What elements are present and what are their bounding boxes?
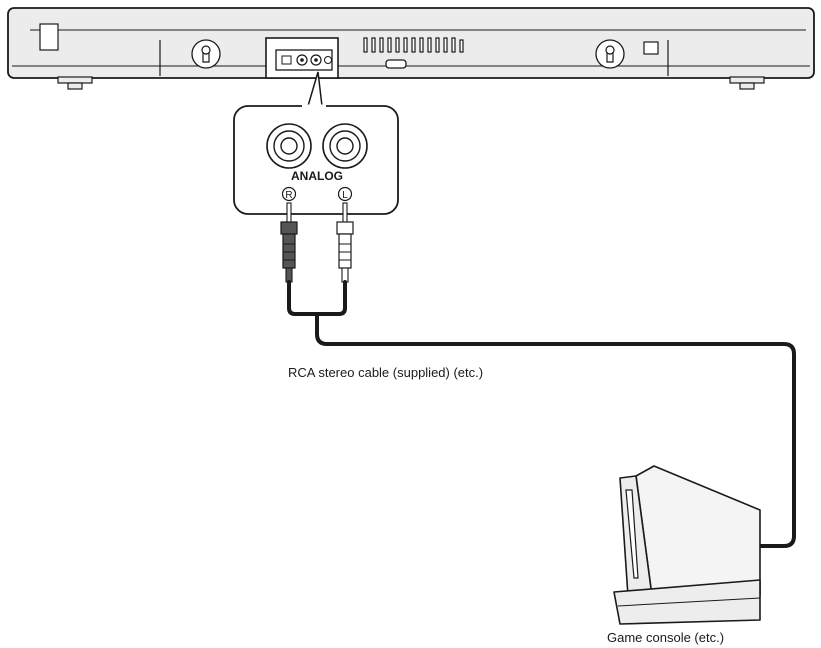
callout-box <box>233 105 399 215</box>
left-channel-marker: L <box>337 186 353 202</box>
small-square-port <box>643 41 659 55</box>
rca-stereo-cable <box>287 280 796 548</box>
wall-mount-hole-left <box>191 39 221 69</box>
analog-jack-right <box>266 123 312 169</box>
wall-mount-hole-right <box>595 39 625 69</box>
console-label: Game console (etc.) <box>607 630 724 645</box>
game-console <box>613 465 761 625</box>
vent-grille <box>363 37 464 53</box>
soundbar-end-cap-left <box>39 23 59 51</box>
soundbar-foot-right <box>729 76 765 90</box>
rca-plug-right <box>280 202 298 283</box>
analog-jack-left <box>322 123 368 169</box>
cable-label: RCA stereo cable (supplied) (etc.) <box>288 365 483 380</box>
jack-small-extra <box>324 56 332 64</box>
console-disc-slot <box>625 489 639 579</box>
analog-input-callout: ANALOG R L <box>233 71 399 215</box>
usb-port <box>385 59 407 69</box>
soundbar-foot-left <box>57 76 93 90</box>
console-side-face <box>635 465 761 597</box>
soundbar-body <box>7 7 815 79</box>
right-channel-label: R <box>285 190 292 201</box>
analog-label: ANALOG <box>291 169 343 183</box>
optical-port-icon <box>281 55 292 65</box>
right-channel-marker: R <box>281 186 297 202</box>
input-panel-recess <box>265 37 339 79</box>
soundbar-unit <box>7 7 815 90</box>
left-channel-label: L <box>342 190 348 201</box>
